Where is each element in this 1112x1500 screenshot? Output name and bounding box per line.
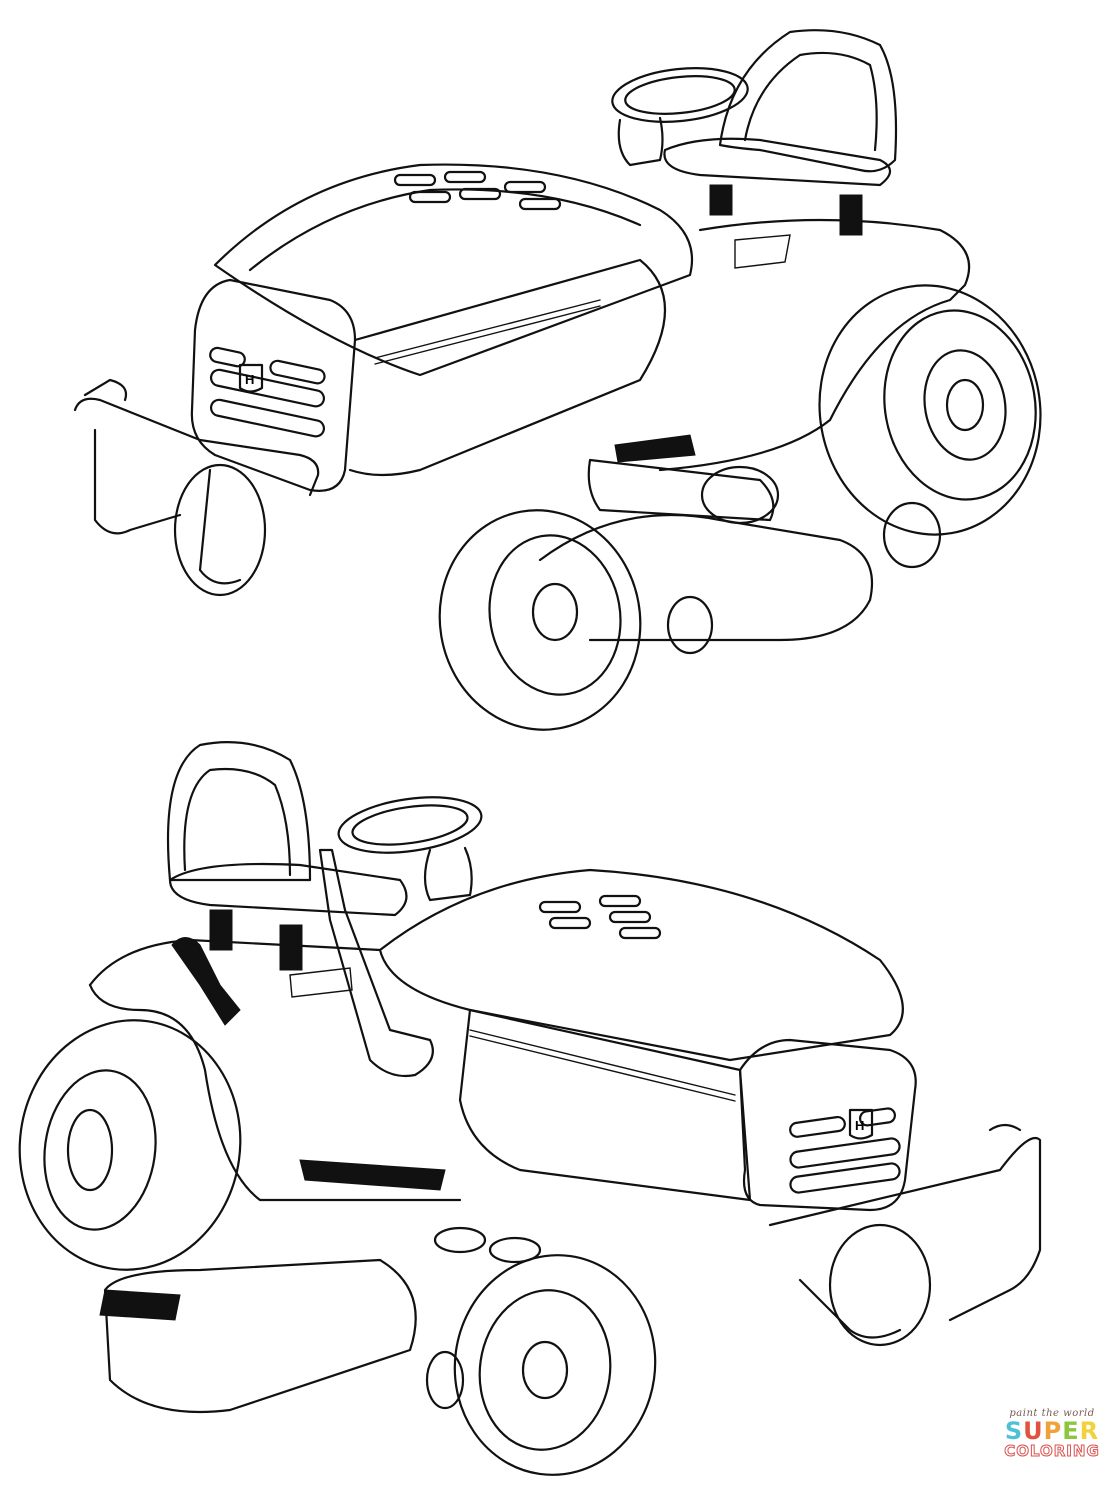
rear-wheel-bottom	[18, 1019, 242, 1271]
front-wheel-bottom	[453, 1254, 657, 1476]
watermark-tagline: paint the world	[1009, 1408, 1095, 1419]
rear-wheel-top	[818, 284, 1042, 536]
brand-badge-bottom	[848, 1108, 874, 1140]
brand-badge-top	[238, 363, 264, 393]
svg-text:H: H	[855, 1118, 864, 1133]
wm-letter: U	[1023, 1417, 1044, 1445]
watermark-coloring: COLORING	[1004, 1442, 1100, 1460]
top-mower: H	[73, 29, 1042, 731]
grille-slots	[209, 346, 326, 438]
wm-letter: S	[1004, 1417, 1024, 1445]
super-coloring-watermark: paint the world SUPER COLORING	[1002, 1408, 1102, 1460]
watermark-super: SUPER	[1002, 1419, 1102, 1443]
bottom-mower: H	[18, 741, 1042, 1476]
wm-letter: E	[1062, 1417, 1080, 1445]
svg-text:H: H	[245, 372, 254, 387]
wm-letter: R	[1079, 1417, 1100, 1445]
front-wheel-top	[438, 509, 642, 731]
hood-vents	[393, 170, 562, 211]
grille-slots-bottom	[789, 1107, 901, 1194]
hood-vents-bottom	[538, 894, 662, 940]
wm-letter: P	[1043, 1417, 1063, 1445]
